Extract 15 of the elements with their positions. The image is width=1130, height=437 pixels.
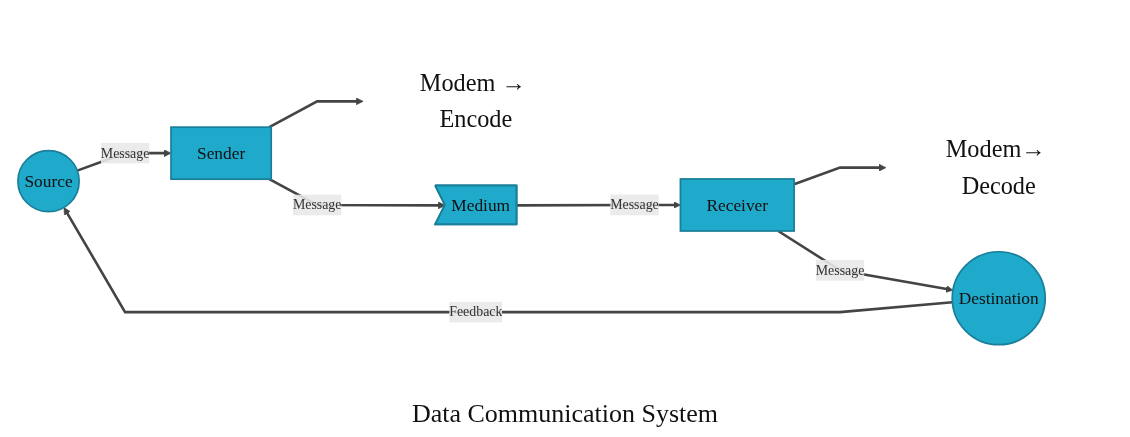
arrow (63, 207, 953, 314)
node-box: Sender (170, 126, 273, 181)
node-box: Receiver (679, 178, 796, 233)
node-circle: Destination (951, 251, 1047, 346)
node-text: Modem → Encode (420, 69, 527, 133)
edge-label: Message (101, 145, 150, 161)
edge-label: Message (293, 197, 342, 213)
edge-label: Message (610, 197, 660, 213)
arrow (777, 230, 954, 293)
caption: Data Communication System (411, 399, 719, 429)
arrow (269, 97, 364, 129)
node-text: Modem→ Decode (946, 135, 1046, 200)
edge-label: Feedback (449, 304, 503, 320)
edge-label: Message (816, 262, 865, 278)
node-circle: Source (17, 149, 81, 213)
